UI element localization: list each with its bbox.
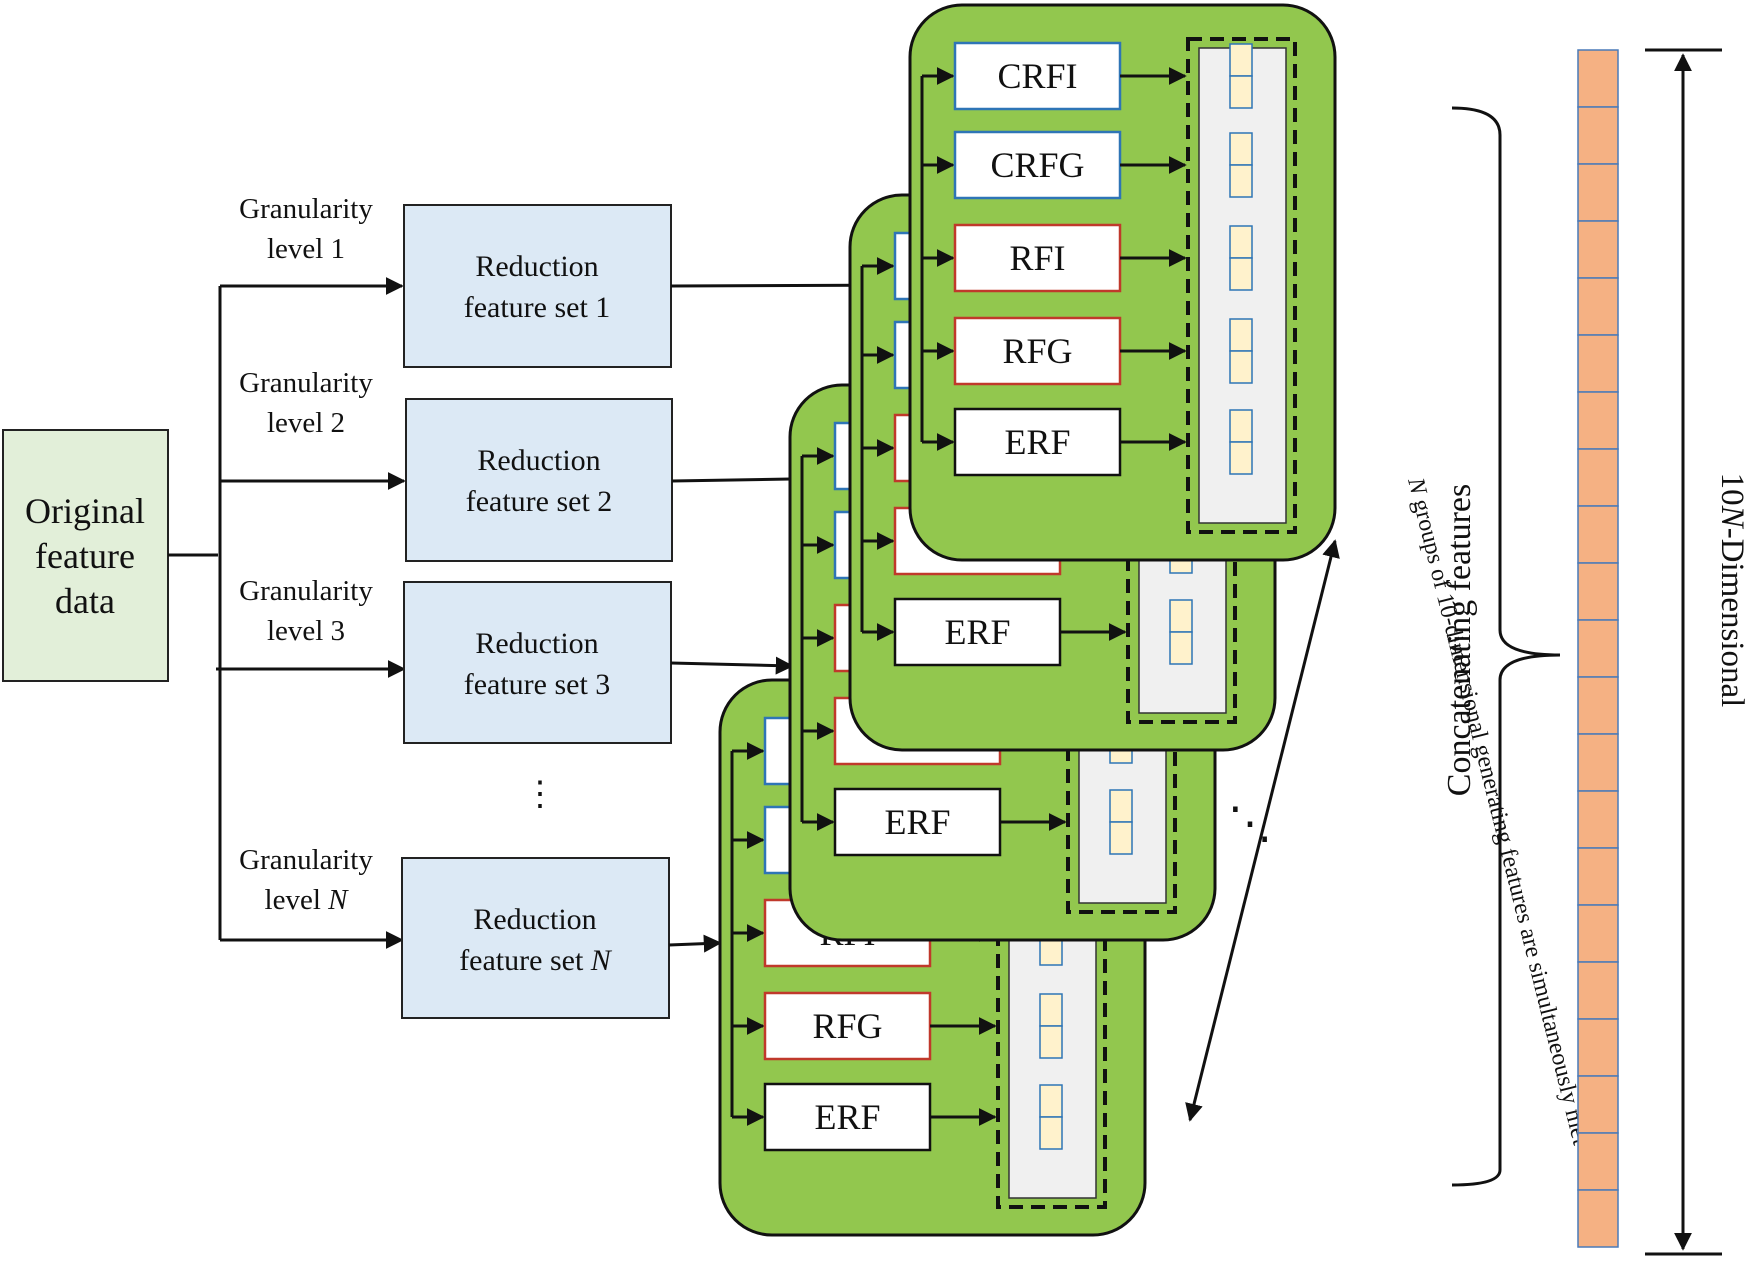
levels-ellipsis: ⋮ [523,776,557,813]
generator-panels: CRFICRFGRFIRFGERFCRFICRFGRFIRFGERFCRFICR… [718,3,1337,1237]
granularity-1-line2: level 1 [267,233,345,265]
vector-cell [1577,334,1619,393]
generator-label: ERF [1004,422,1070,462]
granularity-n-line1: Granularity [239,844,373,876]
vector-cell [1577,961,1619,1020]
generator-crfg-box: CRFG [953,130,1122,200]
generator-rfg-box: RFG [763,991,932,1061]
concat-label: Concatenating features [1441,484,1478,796]
vector-cell [1577,790,1619,849]
feature-cell-pair [1229,43,1253,109]
generator-label: ERF [814,1097,880,1137]
feature-cell-pair [1229,225,1253,291]
generator-label: CRFI [997,56,1077,96]
feature-cell-pair [1229,318,1253,384]
granularity-2-line1: Granularity [239,367,373,399]
generator-label: RFG [812,1006,882,1046]
stack-note: N groups of 10-dimensional generating fe… [1402,474,1594,1148]
generator-label: ERF [944,612,1010,652]
vector-cell [1577,505,1619,564]
generator-rfg-box: RFG [953,316,1122,386]
reduction-1-line1: Reduction [475,250,598,283]
granularity-1-line1: Granularity [239,193,373,225]
reduction-n-line2: feature set N [459,944,613,977]
vector-cell [1577,106,1619,165]
granularity-n-line2: level N [265,884,350,916]
generator-label: ERF [884,802,950,842]
reduction-3-line1: Reduction [475,627,598,660]
feature-cell-pair [1039,993,1063,1059]
vector-cell [1577,1018,1619,1077]
vector-cell [1577,847,1619,906]
generator-erf-box: ERF [833,787,1002,857]
vector-cell [1577,220,1619,279]
reduction-set-3: Reduction feature set 3 [403,581,672,744]
generator-panel: CRFI CRFG RFI RFG ERF [908,3,1337,562]
generator-erf-box: ERF [953,407,1122,477]
granularity-3-line2: level 3 [267,615,345,647]
vector-cell [1577,163,1619,222]
generator-label: RFG [1002,331,1072,371]
dimension-arrow [1645,48,1722,1256]
dimension-label: 10N-Dimensional [1714,473,1750,708]
feature-cell-pair [1169,599,1193,665]
generator-erf-box: ERF [893,597,1062,667]
vector-cell [1577,391,1619,450]
vector-cell [1577,277,1619,336]
reduction-n-line1: Reduction [473,903,596,936]
reduction-set-n: Reduction feature set N [401,857,670,1019]
vector-cell [1577,562,1619,621]
generator-rfi-box: RFI [953,223,1122,293]
reduction-2-line2: feature set 2 [466,485,613,518]
granularity-3-line1: Granularity [239,575,373,607]
vector-cell [1577,733,1619,792]
stack-depth-arrow [1185,539,1340,1122]
vector-cell [1577,49,1619,108]
output-container [1186,37,1297,534]
generator-label: CRFG [990,145,1084,185]
reduction-1-line2: feature set 1 [464,291,611,324]
original-label-line1: Original [25,491,145,531]
vector-cell [1577,619,1619,678]
feature-vector [1577,49,1619,1248]
generator-crfi-box: CRFI [953,41,1122,111]
granularity-labels: Granularity level 1 Granularity level 2 … [239,193,373,916]
vector-cell [1577,904,1619,963]
reduction-2-line1: Reduction [477,444,600,477]
vector-cell [1577,1132,1619,1191]
original-feature-box: Original feature data [2,429,169,682]
granularity-2-line2: level 2 [267,407,345,439]
concat-brace [1451,106,1561,1187]
vector-cell [1577,676,1619,735]
original-label-line2: feature [35,536,135,576]
vector-cell [1577,1189,1619,1248]
vector-cell [1577,1075,1619,1134]
feature-cell-pair [1039,1084,1063,1150]
feature-cell-pair [1229,409,1253,475]
vector-cell [1577,448,1619,507]
generator-erf-box: ERF [763,1082,932,1152]
original-label-line3: data [55,581,115,621]
feature-cell-pair [1229,132,1253,198]
feature-cell-pair [1109,789,1133,855]
branch-lines [168,277,406,949]
reduction-set-1: Reduction feature set 1 [403,204,672,368]
reduction-set-2: Reduction feature set 2 [405,398,673,562]
reduction-3-line2: feature set 3 [464,668,611,701]
generator-label: RFI [1009,238,1065,278]
